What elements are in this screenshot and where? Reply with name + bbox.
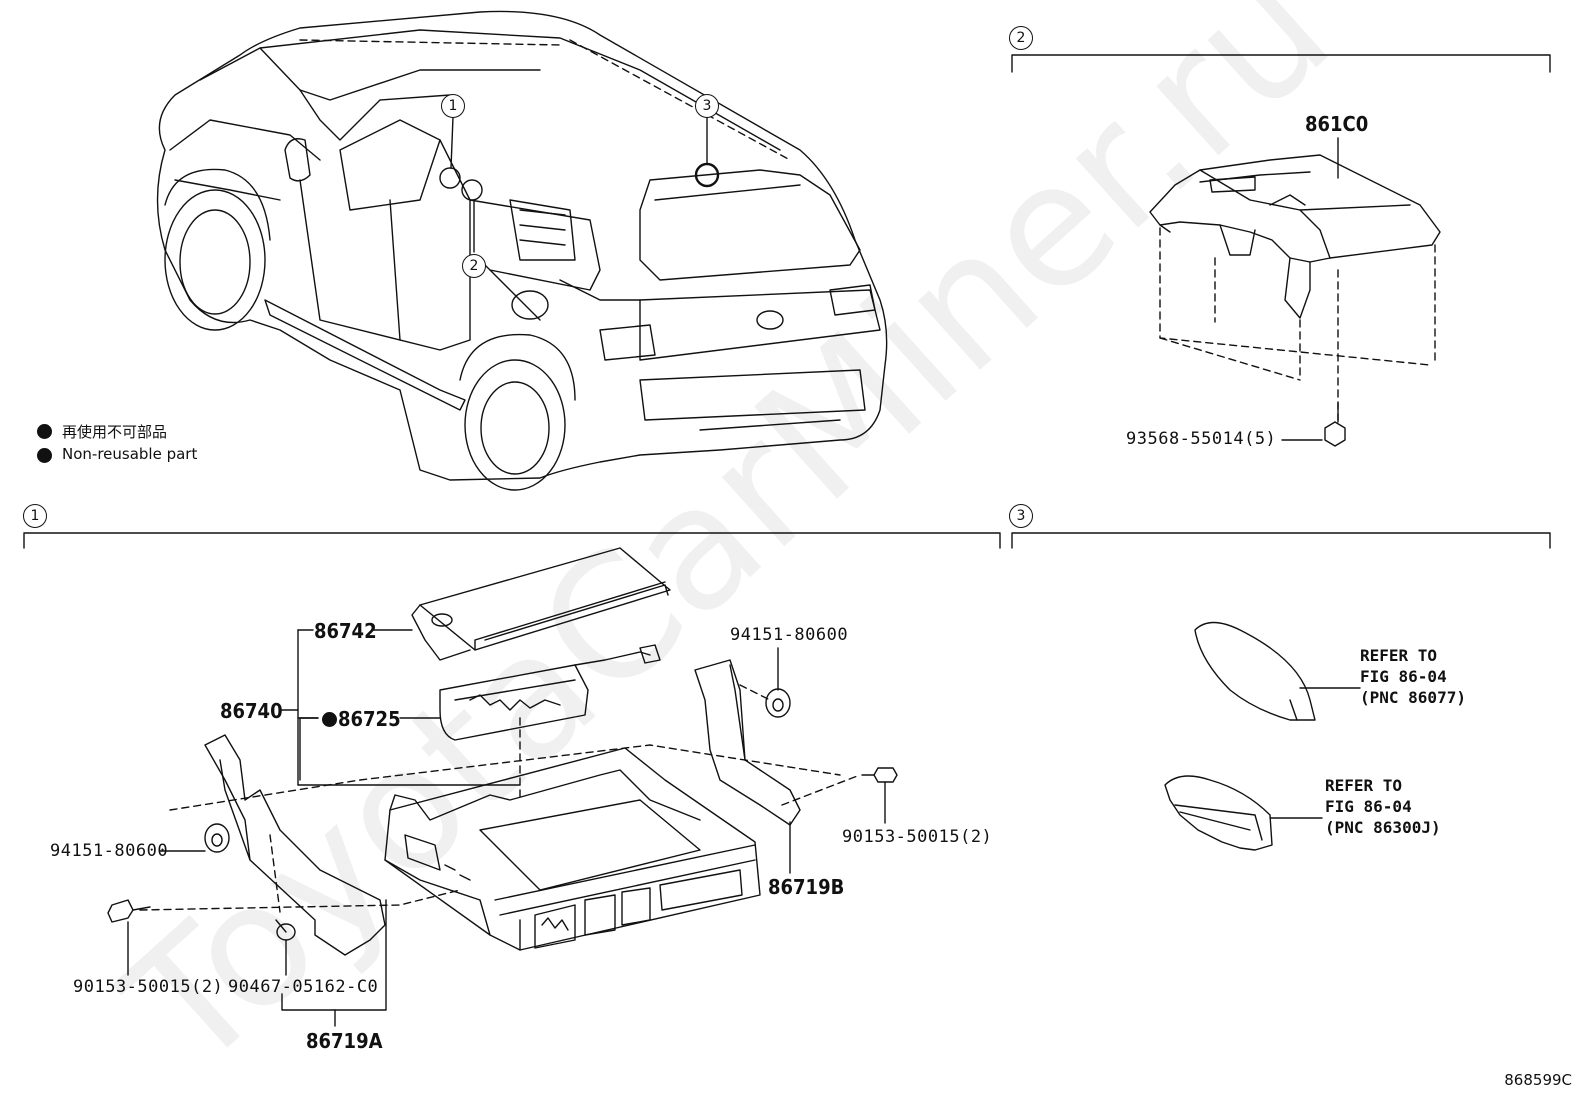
- legend-jp: 再使用不可部品: [62, 423, 168, 441]
- diagram-code: 868599C: [1504, 1071, 1572, 1089]
- part-label-93568-55014: 93568-55014(5): [1126, 429, 1277, 449]
- non-reusable-dot-icon: [37, 448, 52, 463]
- section-1-number: 1: [23, 504, 47, 528]
- part-label-86740: 86740: [220, 699, 283, 723]
- section-3-number: 3: [1009, 504, 1033, 528]
- part-label-86725: 86725: [338, 707, 401, 731]
- part-label-86742: 86742: [314, 619, 377, 643]
- vehicle-callout-1: 1: [441, 94, 465, 118]
- vehicle-illustration: [156, 10, 888, 491]
- part-label-861c0: 861C0: [1305, 112, 1369, 136]
- vehicle-callout-2: 2: [462, 254, 486, 278]
- non-reusable-dot-icon: [322, 712, 337, 727]
- module-861c0-drawing: [1149, 137, 1441, 447]
- refer-note-86300j: REFER TO FIG 86-04 (PNC 86300J): [1325, 776, 1441, 837]
- antenna-drawings: [1164, 621, 1361, 851]
- part-label-86719b: 86719B: [768, 875, 845, 899]
- part-label-94151-80600-left: 94151-80600: [50, 841, 169, 861]
- vehicle-callout-3: 3: [695, 94, 719, 118]
- part-label-94151-80600-right: 94151-80600: [730, 625, 849, 645]
- section-2-number: 2: [1009, 26, 1033, 50]
- refer-note-86077: REFER TO FIG 86-04 (PNC 86077): [1360, 646, 1466, 707]
- part-label-90467-05162-c0: 90467-05162-C0: [228, 977, 379, 997]
- legend-en: Non-reusable part: [62, 445, 198, 463]
- part-label-90153-50015-left: 90153-50015(2): [73, 977, 224, 997]
- part-label-86719a: 86719A: [306, 1029, 383, 1053]
- part-label-90153-50015-right: 90153-50015(2): [842, 827, 993, 847]
- non-reusable-dot-icon: [37, 424, 52, 439]
- nav-unit-exploded: [107, 547, 898, 1027]
